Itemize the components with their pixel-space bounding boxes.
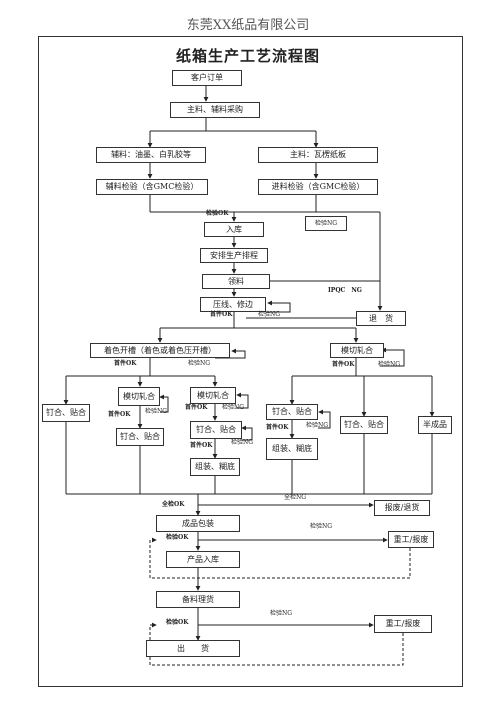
- aux-inspection-box: 辅料检验（含GMC检验）: [96, 179, 208, 195]
- customer-order-box: 客户订单: [172, 70, 242, 86]
- warehousing-box: 入库: [204, 222, 264, 237]
- product-packing-box: 成品包装: [156, 515, 240, 532]
- die-cut-right-box: 模切轧合: [330, 343, 384, 358]
- first-ok-label: 首件OK: [190, 442, 213, 449]
- inspect-ng-box: 检验NG: [305, 216, 347, 231]
- first-ok-label: 首件OK: [332, 361, 355, 368]
- inspect-ng-label: 检验NG: [378, 361, 401, 368]
- shipment-box: 出 货: [146, 640, 240, 657]
- rework-scrap-1-box: 重工/报废: [388, 531, 434, 548]
- scrap-return-box: 报废/退货: [374, 500, 430, 516]
- assemble-b-box: 组装、糊底: [266, 438, 318, 460]
- procurement-box: 主料、辅料采购: [170, 102, 260, 118]
- company-name: 东莞XX纸品有限公司: [186, 18, 310, 33]
- full-inspect-ng-label: 全检NG: [284, 494, 307, 501]
- first-ok-label: 首件OK: [114, 360, 137, 367]
- stock-prep-box: 备料理货: [156, 591, 240, 608]
- production-schedule-box: 安排生产排程: [200, 248, 268, 263]
- semi-finished-box: 半成品: [418, 416, 452, 434]
- inspect-ng-label: 检验NG: [310, 523, 333, 530]
- inspect-ok-label: 检验OK: [166, 619, 189, 626]
- inspect-ng-label: 检验NG: [145, 408, 168, 415]
- die-cut-mid1-box: 模切轧合: [118, 387, 160, 406]
- first-ok-label: 首件OK: [185, 404, 208, 411]
- crease-trim-box: 压线、修边: [200, 297, 266, 312]
- first-ok-label: 首件OK: [210, 311, 233, 318]
- nail-glue-left-box: 钉合、贴合: [42, 404, 90, 422]
- nail-glue-a-box: 钉合、贴合: [116, 428, 164, 446]
- inspect-ng-label: 检验NG: [258, 311, 281, 318]
- ipqc-ng-label: IPQC NG: [328, 287, 362, 294]
- diagram-title: 纸箱生产工艺流程图: [175, 47, 320, 65]
- diagram-frame: [38, 36, 463, 687]
- aux-material-box: 辅料：油墨、白乳胶等: [96, 147, 206, 163]
- nail-glue-c-box: 钉合、贴合: [266, 404, 318, 420]
- inspect-ng-label: 检验NG: [306, 422, 329, 429]
- die-cut-mid2-box: 模切轧合: [190, 387, 236, 404]
- inspect-ng-label: 检验NG: [270, 610, 293, 617]
- product-storage-box: 产品入库: [166, 551, 240, 568]
- inspect-ng-label: 检验NG: [222, 404, 245, 411]
- main-material-box: 主料：瓦楞纸板: [258, 147, 378, 163]
- incoming-inspection-box: 进料检验（含GMC检验）: [258, 179, 378, 195]
- first-ok-label: 首件OK: [266, 424, 289, 431]
- full-inspect-ok-label: 全检OK: [162, 501, 185, 508]
- rework-scrap-2-box: 重工/报废: [374, 615, 432, 633]
- inspect-ok-label: 检验OK: [206, 210, 229, 217]
- return-goods-box: 退 货: [356, 311, 406, 326]
- nail-glue-b-box: 钉合、贴合: [190, 421, 242, 439]
- inspect-ng-label: 检验NG: [231, 439, 254, 446]
- first-ok-label: 首件OK: [108, 411, 131, 418]
- inspect-ok-label: 检验OK: [166, 534, 189, 541]
- inspect-ng-label: 检验NG: [188, 360, 211, 367]
- assemble-a-box: 组装、糊底: [190, 458, 240, 476]
- nail-glue-d-box: 钉合、贴合: [340, 416, 388, 434]
- print-slot-box: 着色开槽（着色或着色压开槽）: [90, 343, 230, 358]
- material-pick-box: 领料: [202, 274, 270, 289]
